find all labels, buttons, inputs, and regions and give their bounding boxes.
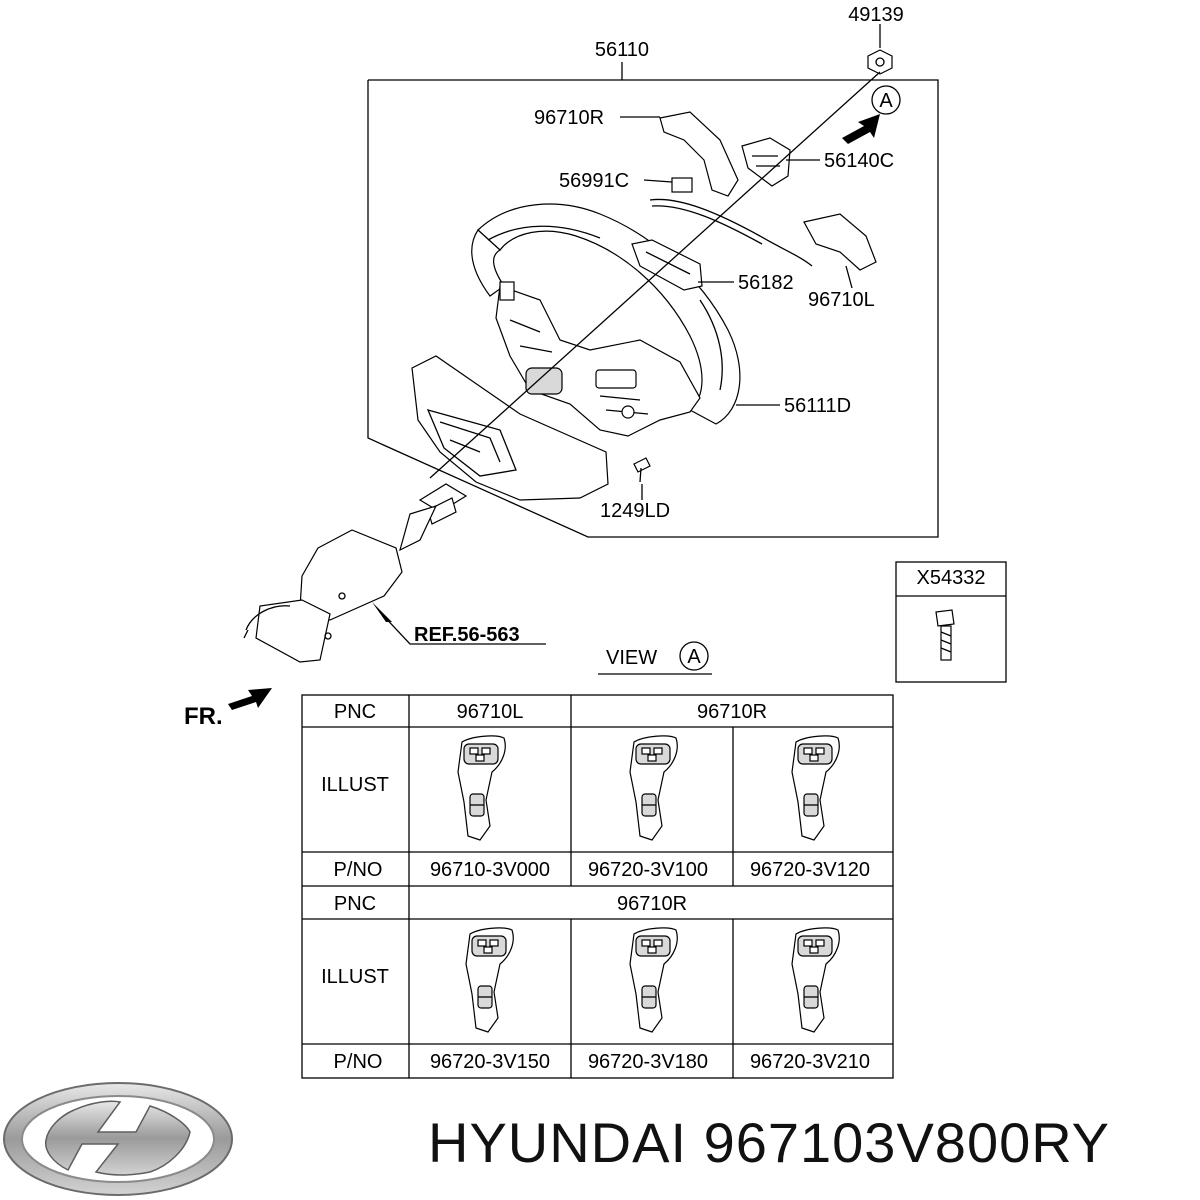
table-illust-label: ILLUST bbox=[321, 774, 389, 796]
direction-arrows bbox=[228, 114, 880, 710]
callout-ref: REF.56-563 bbox=[414, 624, 520, 646]
table-part-number: 96720-3V100 bbox=[588, 859, 708, 881]
switch-illust-96720-3V180 bbox=[629, 927, 678, 1033]
detail-marker: A bbox=[871, 85, 901, 115]
view-a-label: VIEW A bbox=[598, 641, 712, 675]
table-illust-label: ILLUST bbox=[321, 966, 389, 988]
callout-96710R: 96710R bbox=[534, 107, 604, 129]
table-pno-label: P/NO bbox=[334, 859, 383, 881]
bolt-head bbox=[935, 609, 955, 627]
callout-56111D: 56111D bbox=[784, 395, 851, 417]
ref-arrow bbox=[372, 602, 392, 622]
table-pnc-label: PNC bbox=[334, 701, 376, 723]
switch-illust-96720-3V150 bbox=[465, 927, 514, 1033]
steering-wheel-rim bbox=[471, 203, 741, 425]
table-part-number: 96720-3V210 bbox=[750, 1051, 870, 1073]
hyundai-logo bbox=[3, 1082, 233, 1196]
callout-56991C: 56991C bbox=[559, 170, 629, 192]
callout-labels: 49139 56110 96710R 56140C 56991C 56182 9… bbox=[184, 4, 904, 730]
callout-56140C: 56140C bbox=[824, 150, 894, 172]
view-a-arrow bbox=[842, 114, 880, 144]
callout-56182: 56182 bbox=[738, 272, 794, 294]
bolt-box-x54332: X54332 bbox=[895, 561, 1007, 683]
cover-96710R bbox=[659, 111, 739, 197]
bolt-box-title: X54332 bbox=[917, 567, 986, 589]
callout-49139: 49139 bbox=[848, 4, 904, 26]
view-text: VIEW bbox=[606, 647, 657, 669]
table-part-number: 96720-3V120 bbox=[750, 859, 870, 881]
leader-lines bbox=[379, 24, 881, 645]
table-part-number: 96710-3V000 bbox=[430, 859, 550, 881]
switch-illust-96710-3V000 bbox=[457, 735, 506, 841]
connector-56991C bbox=[649, 177, 813, 267]
table-pnc-right: 96710R bbox=[697, 701, 767, 723]
front-label: FR. bbox=[184, 703, 223, 730]
steering-wheel-hub bbox=[495, 281, 701, 437]
cover-96710L bbox=[803, 213, 877, 271]
nut-49139 bbox=[867, 49, 893, 75]
table-part-number: 96720-3V150 bbox=[430, 1051, 550, 1073]
table-pnc-left: 96710L bbox=[457, 701, 524, 723]
table-part-number: 96720-3V180 bbox=[588, 1051, 708, 1073]
callout-96710L: 96710L bbox=[808, 289, 875, 311]
pnc-table: PNC 96710L 96710R ILLUST P/NO 96710-3V00… bbox=[301, 694, 894, 1079]
screw-1249LD bbox=[633, 457, 651, 483]
bolt-shank bbox=[940, 625, 952, 661]
switch-illust-96720-3V120 bbox=[791, 735, 840, 841]
callout-56110: 56110 bbox=[595, 39, 649, 61]
callout-1249LD: 1249LD bbox=[600, 500, 670, 522]
switch-illust-96720-3V210 bbox=[791, 927, 840, 1033]
front-arrow bbox=[228, 688, 272, 710]
switch-illust-96720-3V100 bbox=[629, 735, 678, 841]
detail-marker-text: A bbox=[879, 90, 893, 112]
switch-illustrations bbox=[457, 735, 840, 1033]
table-pnc-label: PNC bbox=[334, 893, 376, 915]
steering-column bbox=[243, 483, 468, 663]
table-pnc-value: 96710R bbox=[617, 893, 687, 915]
table-pno-label: P/NO bbox=[334, 1051, 383, 1073]
brand-part-number: HYUNDAI 967103V800RY bbox=[428, 1111, 1111, 1174]
view-marker-text: A bbox=[687, 646, 701, 668]
detail-frame bbox=[367, 62, 939, 538]
switch-bracket-56140C bbox=[741, 137, 791, 187]
